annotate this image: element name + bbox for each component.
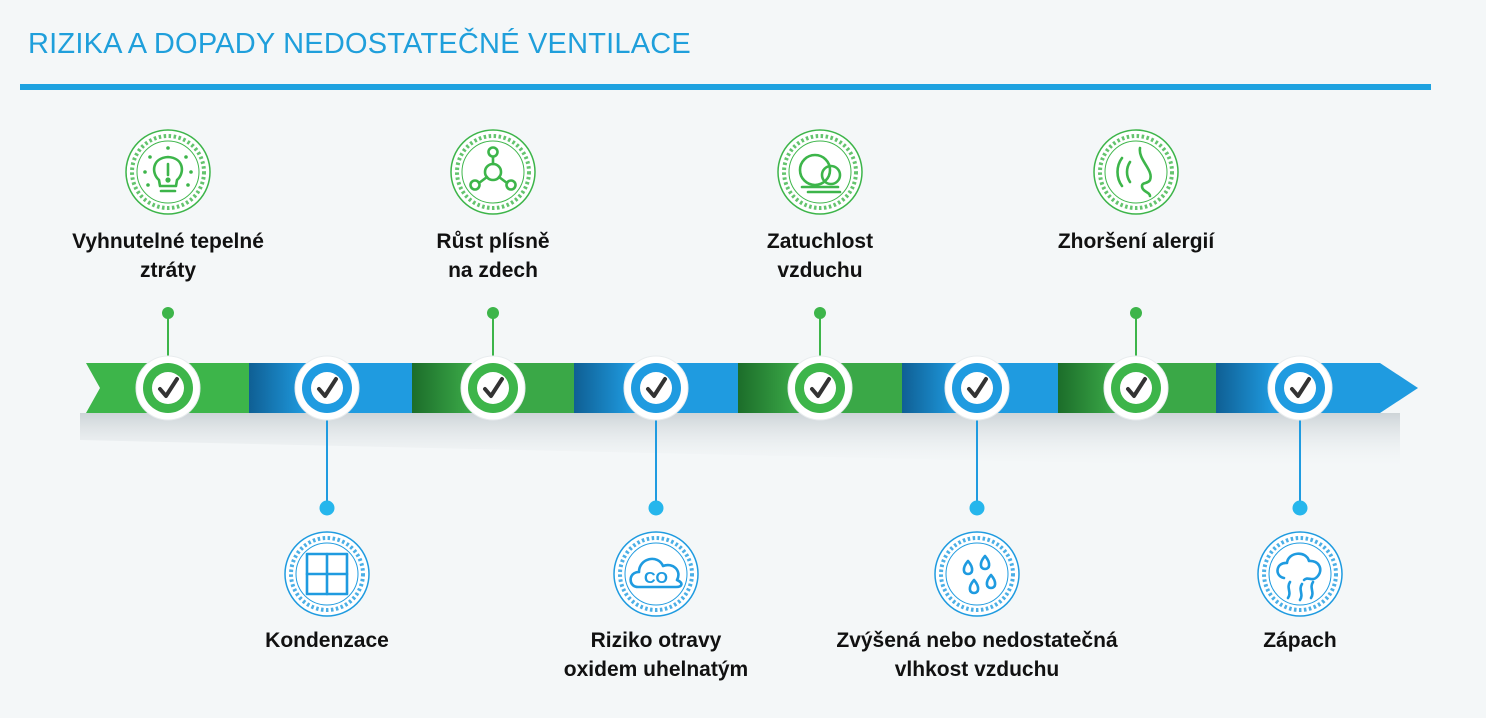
- check-icon: [1126, 377, 1147, 398]
- check-icon: [646, 377, 667, 398]
- check-badge-inner: [961, 372, 993, 404]
- icon-badge-inner: [1104, 140, 1168, 204]
- band-arrow-head: [1380, 363, 1418, 413]
- icon-badge-inner: [945, 542, 1009, 606]
- label-line: Růst plísně: [436, 230, 550, 253]
- window-icon: [305, 552, 349, 596]
- check-badge: [944, 355, 1010, 421]
- label-line: Zhoršení alergií: [1057, 230, 1215, 253]
- label-line: vlhkost vzduchu: [894, 658, 1060, 681]
- icon-badge-ticks: [289, 536, 365, 612]
- connector-dot: [648, 500, 664, 516]
- co-cloud-icon: CO: [629, 557, 683, 589]
- label-plisne: Růst plísně na zdech: [436, 227, 549, 285]
- icon-badge: [777, 129, 863, 215]
- check-icon: [810, 377, 831, 398]
- icon-badge-ticks: [1262, 536, 1338, 612]
- connector-dot: [969, 500, 985, 516]
- icon-badge-ticks: [130, 134, 206, 210]
- label-line: Zápach: [1263, 629, 1337, 652]
- check-badge: [135, 355, 201, 421]
- check-badge-inner: [640, 372, 672, 404]
- icon-badge: [284, 531, 370, 617]
- connector-dot: [319, 500, 335, 516]
- nose-icon: [1116, 146, 1152, 198]
- label-line: Kondenzace: [265, 629, 389, 652]
- label-zapach: Zápach: [1263, 626, 1337, 655]
- label-vlhkost: Zvýšená nebo nedostatečná vlhkost vzduchu: [836, 626, 1117, 684]
- stale-air-icon: [798, 153, 842, 194]
- label-line: ztráty: [139, 259, 197, 282]
- label-line: oxidem uhelnatým: [563, 658, 749, 681]
- check-badge-inner: [152, 372, 184, 404]
- check-badge-inner: [311, 372, 343, 404]
- mold-icon: [469, 146, 517, 191]
- icon-badge: [450, 129, 536, 215]
- check-icon: [967, 377, 988, 398]
- water-drops-icon: [962, 554, 997, 595]
- check-badge: [460, 355, 526, 421]
- icon-badge-inner: [624, 542, 688, 606]
- check-badge: [1103, 355, 1169, 421]
- icon-badge-ticks: [1098, 134, 1174, 210]
- connectors: [162, 307, 1308, 516]
- icon-badge-ticks: [939, 536, 1015, 612]
- check-icon: [317, 377, 338, 398]
- check-badge-inner: [1284, 372, 1316, 404]
- icon-circles: CO: [125, 129, 1343, 617]
- icon-badge: CO: [613, 531, 699, 617]
- icon-badge: [1257, 531, 1343, 617]
- timeline-band: [80, 363, 1418, 470]
- check-badge: [1267, 355, 1333, 421]
- icon-badge: [934, 531, 1020, 617]
- label-line: Riziko otravy: [590, 629, 722, 652]
- connector-dot: [487, 307, 499, 319]
- title-underline: [20, 84, 1431, 90]
- check-badge: [294, 355, 360, 421]
- check-icon: [158, 377, 179, 398]
- label-alergie: Zhoršení alergií: [1058, 227, 1214, 256]
- page-title: RIZIKA A DOPADY NEDOSTATEČNÉ VENTILACE: [28, 28, 691, 60]
- label-line: vzduchu: [777, 259, 863, 282]
- co-icon-text: CO: [644, 570, 668, 587]
- icon-badge-inner: [1268, 542, 1332, 606]
- band-shadow: [80, 413, 1400, 470]
- check-icon: [483, 377, 504, 398]
- light-bulb-icon: [143, 146, 193, 193]
- smell-cloud-icon: [1276, 552, 1322, 602]
- icon-badge-inner: [788, 140, 852, 204]
- icon-badge-ticks: [782, 134, 858, 210]
- label-line: Zvýšená nebo nedostatečná: [836, 629, 1118, 652]
- icon-badge-ticks: [618, 536, 694, 612]
- check-badge-inner: [804, 372, 836, 404]
- check-badge-inner: [477, 372, 509, 404]
- connector-dot: [162, 307, 174, 319]
- icon-badge-ticks: [455, 134, 531, 210]
- check-badge: [623, 355, 689, 421]
- check-badge: [787, 355, 853, 421]
- connector-dot: [1130, 307, 1142, 319]
- check-icon: [1290, 377, 1311, 398]
- label-zatuchlost: Zatuchlost vzduchu: [767, 227, 873, 285]
- icon-badge-inner: [461, 140, 525, 204]
- label-oxid-uhelnaty: Riziko otravy oxidem uhelnatým: [564, 626, 748, 684]
- connector-dot: [1292, 500, 1308, 516]
- label-line: Zatuchlost: [766, 230, 874, 253]
- check-circles: [135, 355, 1333, 421]
- check-badge-inner: [1120, 372, 1152, 404]
- icon-badge: [125, 129, 211, 215]
- label-line: na zdech: [448, 259, 538, 282]
- label-tepelne-ztraty: Vyhnutelné tepelné ztráty: [72, 227, 264, 285]
- icon-badge: [1093, 129, 1179, 215]
- connector-dot: [814, 307, 826, 319]
- label-line: Vyhnutelné tepelné: [72, 230, 264, 253]
- label-kondenzace: Kondenzace: [265, 626, 389, 655]
